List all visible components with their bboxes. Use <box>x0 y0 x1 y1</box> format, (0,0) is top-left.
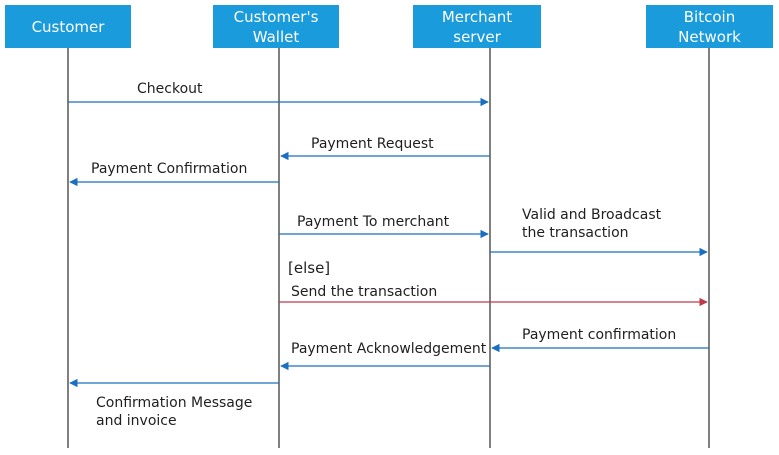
label-checkout: Checkout <box>137 81 203 97</box>
participant-customers-wallet: Customer's Wallet <box>213 5 339 48</box>
label-else-guard: [else] <box>288 259 331 277</box>
label-payment-request: Payment Request <box>311 136 434 152</box>
label-payment-confirmation-network: Payment confirmation <box>522 327 677 343</box>
label-valid-broadcast: Valid and Broadcast the transaction <box>522 207 662 241</box>
participant-bitcoin-network: Bitcoin Network <box>646 5 773 48</box>
label-send-transaction: Send the transaction <box>291 284 438 300</box>
participant-customer: Customer <box>5 5 131 48</box>
label-payment-confirmation: Payment Confirmation <box>91 161 248 177</box>
label-payment-to-merchant: Payment To merchant <box>297 214 450 230</box>
label-confirmation-message: Confirmation Message and invoice <box>96 395 253 429</box>
participant-merchant-server: Merchant server <box>413 5 541 48</box>
label-payment-acknowledgement: Payment Acknowledgement <box>291 341 487 357</box>
